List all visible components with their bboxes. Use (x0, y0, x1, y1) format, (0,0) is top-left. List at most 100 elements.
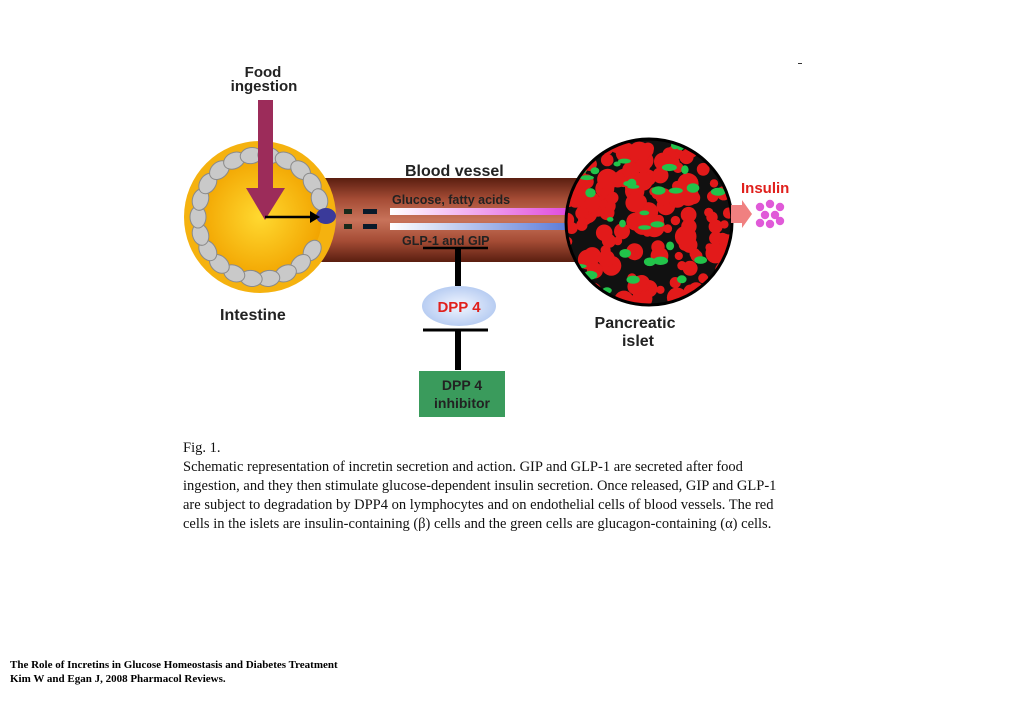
inhibitor-label-line2: inhibitor (434, 395, 491, 411)
dpp4-inhibitor-box (419, 371, 505, 417)
beta-cell (606, 191, 619, 204)
food-ingestion-arrow (246, 100, 320, 223)
beta-cell (567, 283, 587, 304)
alpha-cell (710, 187, 726, 196)
beta-cell (584, 140, 605, 151)
alpha-cell (692, 294, 707, 300)
insulin-dot (775, 202, 785, 212)
beta-cell (579, 140, 599, 152)
beta-cell (571, 276, 589, 293)
inhibitor-label-line1: DPP 4 (442, 377, 482, 393)
beta-cell (705, 288, 720, 303)
pancreatic-label-line2: islet (622, 333, 655, 350)
alpha-cell (627, 184, 640, 189)
insulin-dots (755, 199, 785, 229)
alpha-cell (719, 141, 727, 150)
beta-cell (597, 168, 619, 190)
beta-cell (567, 292, 576, 304)
alpha-cell (579, 175, 594, 181)
beta-cell (723, 207, 731, 219)
beta-cell (567, 212, 575, 228)
beta-cell (709, 179, 719, 188)
beta-cell (677, 261, 687, 271)
alpha-cell (585, 188, 596, 198)
food-label-line2: ingestion (231, 78, 298, 95)
beta-cell (696, 162, 710, 176)
citation-title: The Role of Incretins in Glucose Homeost… (10, 659, 338, 671)
alpha-cell (653, 256, 669, 265)
alpha-cell (713, 142, 723, 149)
alpha-cell (639, 210, 650, 216)
citation-footer: The Role of Incretins in Glucose Homeost… (10, 658, 338, 686)
alpha-cell (626, 275, 640, 284)
alpha-cell (650, 221, 665, 228)
beta-cell (572, 140, 589, 152)
insulin-dot (760, 210, 770, 220)
intestine (184, 141, 336, 293)
dpp4-inhibition-line (423, 246, 488, 370)
beta-cell (625, 193, 645, 213)
insulin-label: Insulin (741, 180, 789, 197)
alpha-cell (619, 219, 626, 228)
beta-cell (613, 236, 623, 246)
beta-cell (720, 220, 729, 229)
alpha-cell (718, 294, 727, 299)
alpha-cell (668, 187, 683, 194)
gut-cell (316, 208, 336, 224)
alpha-cell (681, 165, 689, 175)
beta-cell (720, 269, 731, 289)
beta-cell (567, 261, 577, 276)
alpha-cell (694, 256, 707, 264)
beta-cell (600, 153, 614, 167)
intestine-label: Intestine (220, 307, 286, 324)
beta-cell (575, 206, 589, 221)
caption-text: Schematic representation of incretin sec… (183, 459, 777, 532)
insulin-dot (755, 218, 765, 228)
insulin-dot (765, 219, 775, 229)
beta-cell (707, 150, 722, 164)
beta-cell (626, 243, 644, 261)
beta-cell (708, 219, 723, 234)
alpha-cell (677, 275, 687, 284)
beta-cell (680, 206, 697, 223)
beta-cell (672, 162, 684, 174)
glucose-label: Glucose, fatty acids (392, 193, 510, 207)
insulin-output-arrow (731, 200, 752, 228)
beta-cell (689, 248, 701, 260)
beta-cell (628, 141, 650, 164)
beta-cell (714, 260, 731, 282)
beta-cell (652, 167, 669, 184)
caption-label: Fig. 1. (183, 440, 221, 456)
beta-cell (635, 158, 651, 174)
beta-cell (726, 140, 731, 147)
beta-cell (715, 282, 731, 302)
beta-cell (717, 232, 728, 243)
blood-vessel (300, 178, 590, 262)
pancreatic-label-line1: Pancreatic (595, 315, 676, 332)
beta-cell (637, 277, 648, 287)
alpha-cell (717, 280, 726, 286)
beta-cell (705, 243, 714, 252)
alpha-cell (651, 186, 666, 195)
beta-cell (681, 218, 697, 235)
pancreatic-islet (564, 137, 734, 307)
alpha-cell (613, 161, 621, 167)
alpha-cell (619, 249, 631, 258)
beta-cell (663, 224, 673, 234)
alpha-cell (686, 183, 700, 193)
alpha-cell (643, 257, 656, 267)
insulin-dot (775, 216, 785, 226)
alpha-cell (618, 158, 631, 164)
insulin-dot (770, 210, 780, 220)
figure-caption: Fig. 1. Schematic representation of incr… (183, 439, 783, 534)
stray-mark (798, 63, 802, 64)
dpp4-label: DPP 4 (437, 299, 481, 316)
beta-cell (574, 286, 586, 298)
beta-cell (674, 251, 683, 261)
beta-cell (599, 199, 608, 209)
insulin-dot (765, 199, 775, 209)
beta-cell (575, 145, 586, 157)
beta-cell (670, 215, 681, 226)
dpp4-enzyme (422, 286, 496, 326)
